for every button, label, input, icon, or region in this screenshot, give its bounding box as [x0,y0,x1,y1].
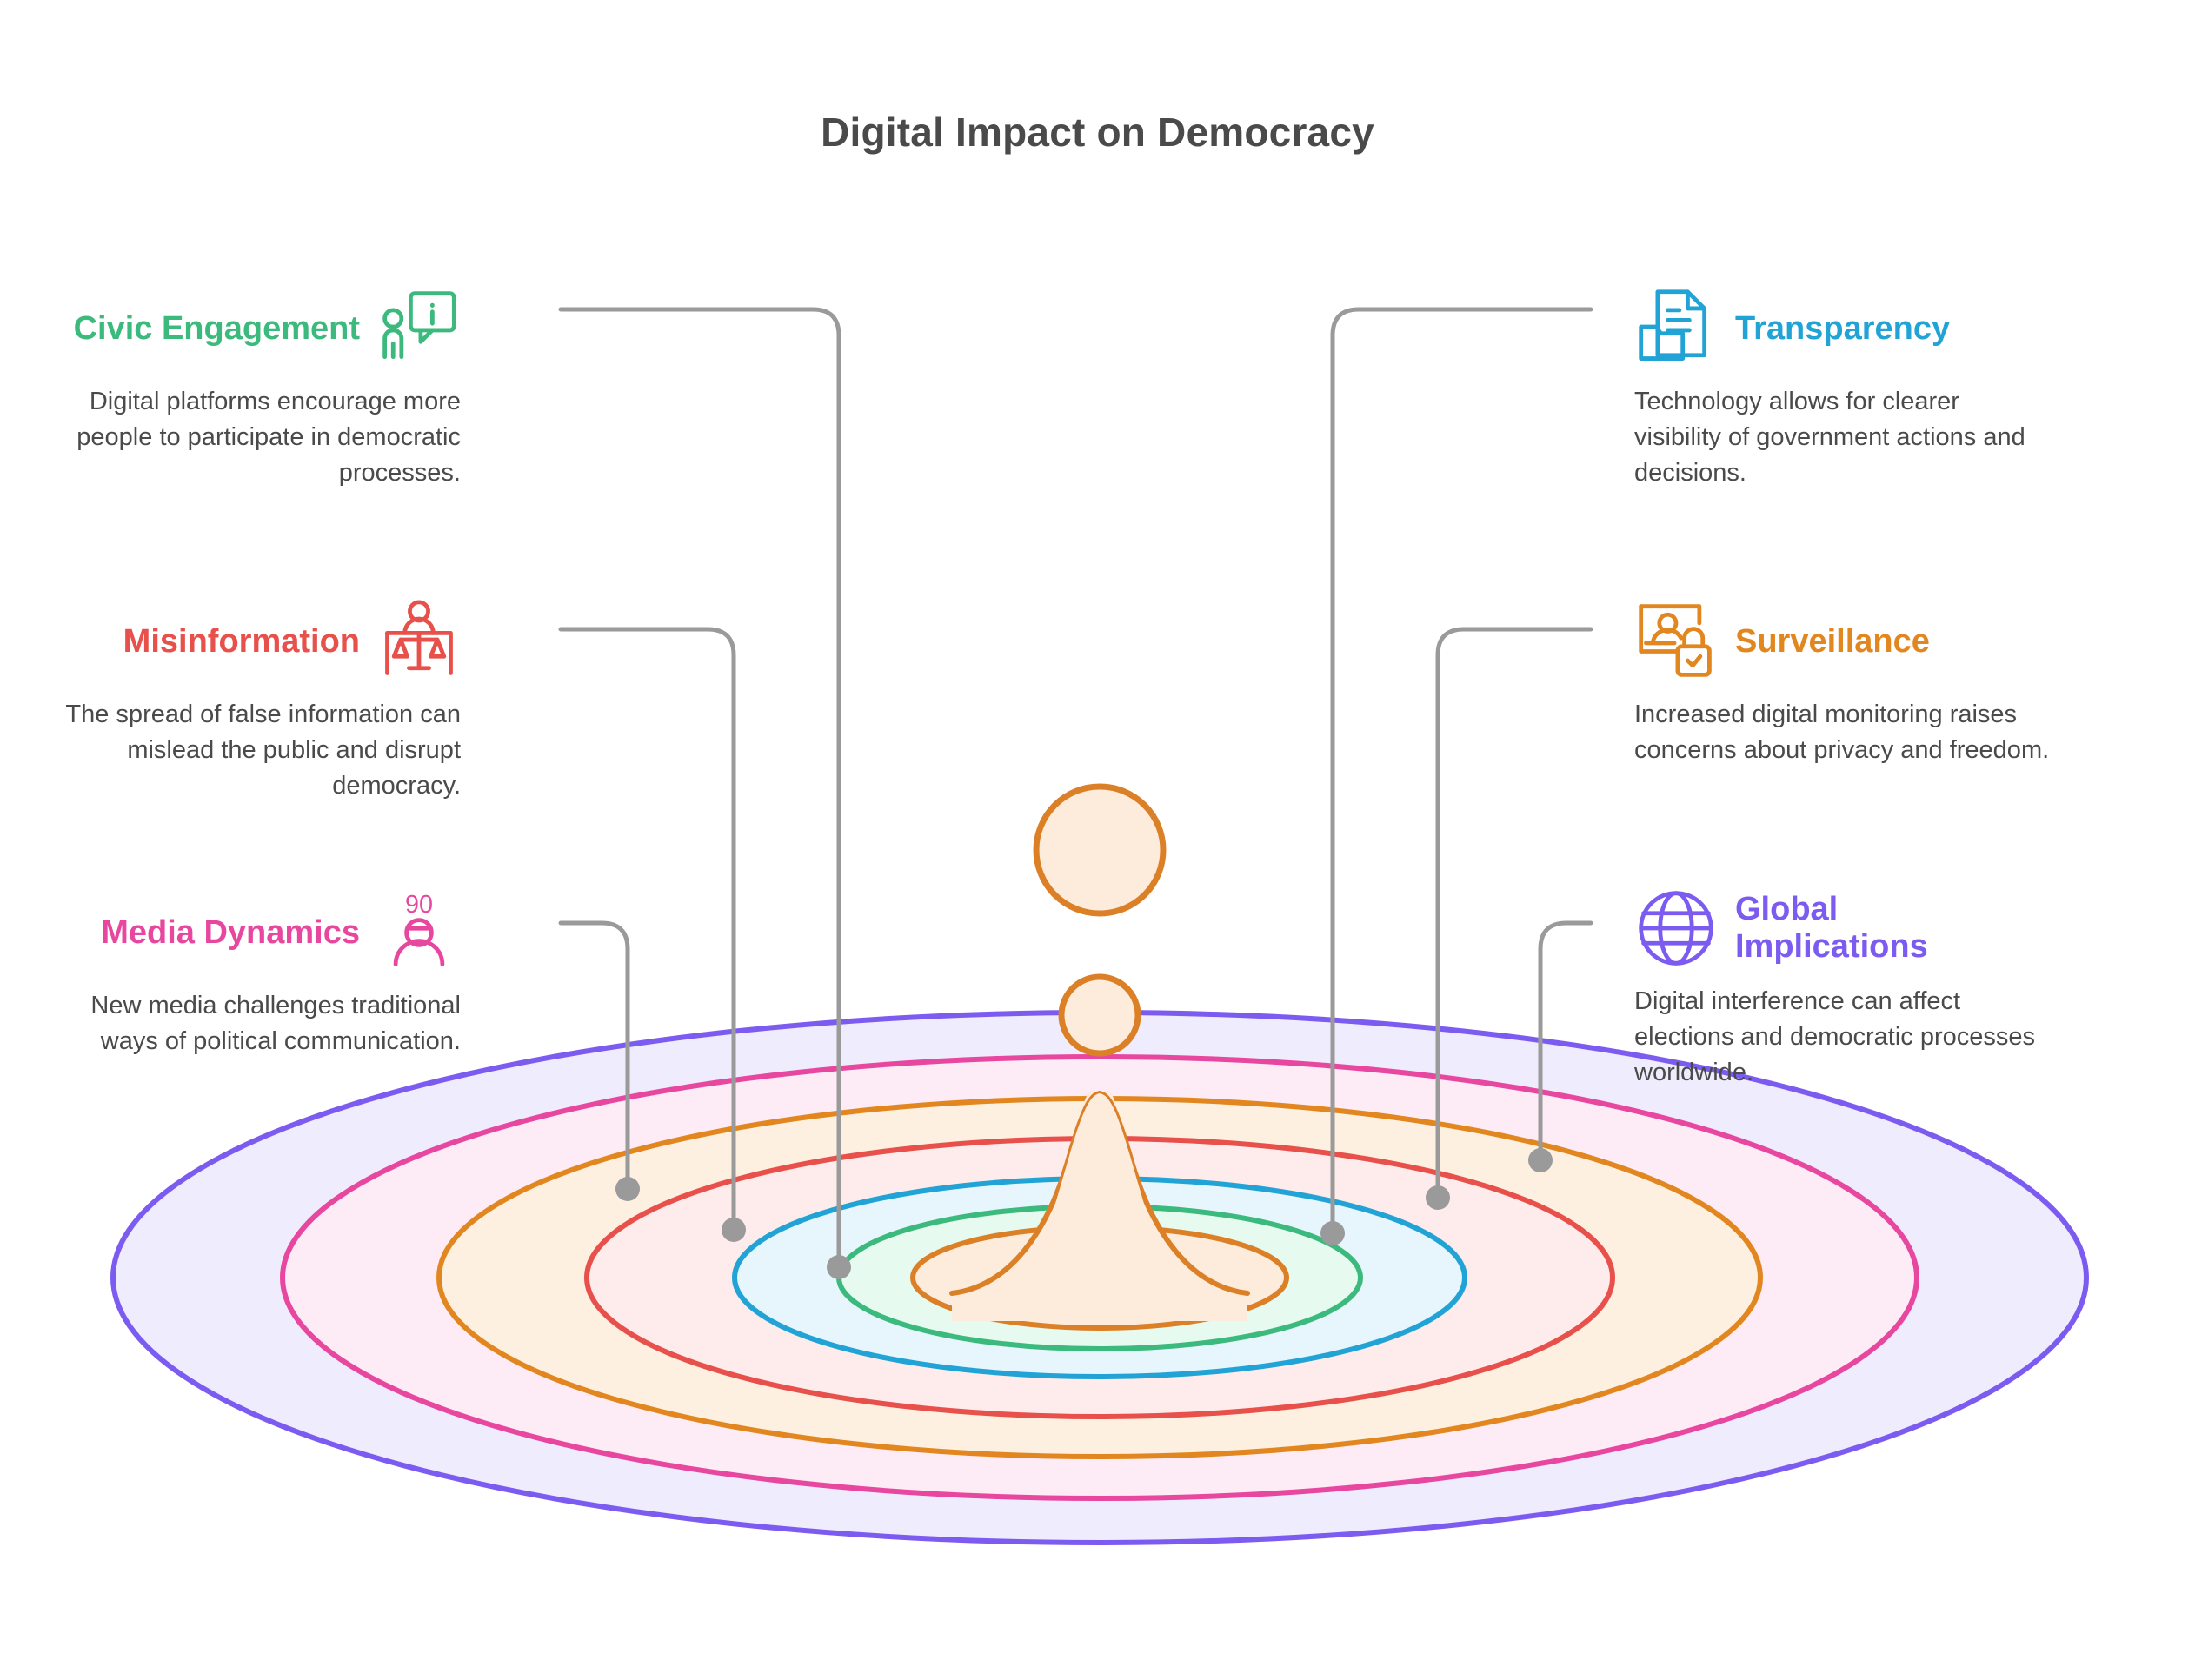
topic-head-transparency: Transparency [1634,287,2052,370]
topic-head-surveillance: Surveillance [1634,600,2052,683]
connector-civic [558,307,841,1265]
topic-head-misinformation: Misinformation [52,600,461,683]
topic-heading-surveillance: Surveillance [1735,622,1930,660]
ring-purple [110,1010,2089,1545]
topic-heading-civic: Civic Engagement [73,309,360,347]
judge-scales-icon [377,600,461,683]
globe-icon [1634,886,1718,970]
topic-head-media: Media Dynamics 90 [52,891,461,974]
connector-dot-media [615,1177,640,1201]
connector-dot-civic [827,1255,851,1279]
splash-column [952,1091,1247,1321]
connector-media [558,920,630,1186]
droplet-large [1033,783,1167,917]
connector-surveillance [1435,627,1593,1195]
page-title: Digital Impact on Democracy [821,110,1374,155]
svg-text:90: 90 [405,891,433,919]
person-info-speech-bubble-icon [377,287,461,370]
topic-block-global-implications[interactable]: Global Implications Digital interference… [1634,886,2052,1092]
connector-dot-global [1528,1148,1553,1172]
connector-misinformation [558,627,736,1227]
topic-desc-global: Digital interference can affect election… [1634,987,2036,1087]
topic-block-surveillance[interactable]: Surveillance Increased digital monitorin… [1634,600,2052,768]
document-folder-icon [1634,287,1718,370]
topic-heading-misinformation: Misinformation [123,622,360,660]
topic-block-media-dynamics[interactable]: Media Dynamics 90 New media challenges t… [52,891,461,1059]
ring-blue [732,1176,1467,1379]
topic-heading-media: Media Dynamics [101,913,360,951]
topic-heading-transparency: Transparency [1735,309,1951,347]
topic-block-misinformation[interactable]: Misinformation The spread of false infor… [52,600,461,805]
connector-transparency [1330,307,1593,1231]
connector-dot-transparency [1320,1221,1345,1245]
topic-desc-surveillance: Increased digital monitoring raises conc… [1634,701,2050,765]
topic-block-civic-engagement[interactable]: Civic Engagement Digital platforms encou… [52,287,461,492]
id-card-lock-icon [1634,600,1718,683]
splash-column-outline [949,1090,1250,1296]
ring-orange [436,1096,1763,1459]
connector-dot-misinformation [722,1218,746,1242]
connector-global [1538,920,1593,1158]
topic-desc-civic: Digital platforms encourage more people … [76,388,461,488]
topic-head-global: Global Implications [1634,886,2052,970]
droplet-small [1058,973,1141,1057]
topic-heading-global: Global Implications [1735,891,1928,965]
topic-block-transparency[interactable]: Transparency Technology allows for clear… [1634,287,2052,492]
topic-desc-misinformation: The spread of false information can misl… [65,701,461,800]
ring-green [836,1204,1363,1351]
splash-stalk-fill [1034,1093,1165,1304]
ring-inner-crater [910,1225,1289,1331]
ring-pink [280,1054,1919,1501]
topic-desc-transparency: Technology allows for clearer visibility… [1634,388,2025,488]
person-90-icon: 90 [377,891,461,974]
topic-head-civic: Civic Engagement [52,287,461,370]
ring-red [584,1136,1615,1419]
connector-dot-surveillance [1426,1185,1450,1210]
topic-desc-media: New media challenges traditional ways of… [90,992,461,1056]
